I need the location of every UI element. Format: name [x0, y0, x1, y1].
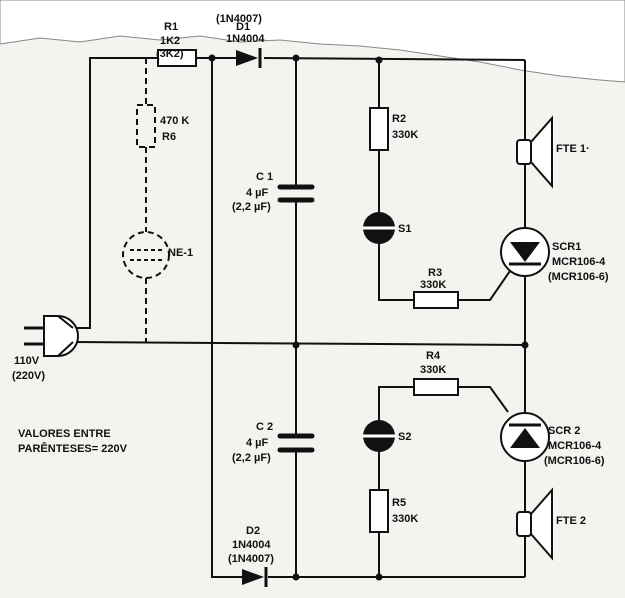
c1-value-label: 4 µF [246, 187, 269, 199]
r2-resistor [369, 107, 389, 151]
note-line2: PARÊNTESES= 220V [18, 442, 128, 455]
r6-value-label: 470 K [160, 115, 189, 127]
c2-capacitor [277, 433, 315, 453]
d1-diode [236, 48, 262, 68]
ne1-neon-lamp [122, 231, 170, 279]
scr1-name-label: SCR1 [552, 241, 581, 253]
fte2-speaker [516, 487, 553, 561]
scr1-value-label: MCR106-4 [552, 256, 606, 268]
r1-resistor [157, 49, 197, 67]
r1-value-label: 1K2 [160, 35, 180, 47]
fte1-name-label: FTE 1· [556, 143, 590, 155]
c2-name-label: C 2 [256, 421, 273, 433]
r5-resistor [369, 489, 389, 533]
r3-resistor [413, 291, 459, 309]
scr2-alt-label: (MCR106-6) [544, 455, 605, 467]
d2-value-label: 1N4004 [232, 539, 271, 551]
r6-resistor [136, 104, 156, 148]
r6-name-label: R6 [162, 131, 176, 143]
d1-alt-label: (1N4007) [216, 13, 262, 25]
note-line1: VALORES ENTRE [18, 428, 111, 440]
mains-plug [24, 315, 79, 357]
fte1-speaker [516, 115, 553, 189]
s2-pushbutton [362, 420, 396, 452]
scr2-value-label: MCR106-4 [548, 440, 602, 452]
d2-diode [242, 567, 268, 587]
scr2-thyristor [500, 412, 550, 462]
r1-alt-label: (3K2) [156, 48, 184, 60]
d2-alt-label: (1N4007) [228, 553, 274, 565]
s2-name-label: S2 [398, 431, 411, 443]
r4-resistor [413, 378, 459, 396]
c2-alt-label: (2,2 µF) [232, 452, 271, 464]
scr2-name-label: SCR 2 [548, 425, 580, 437]
supply-value-label: 110V [14, 355, 40, 367]
d2-name-label: D2 [246, 525, 260, 537]
r5-value-label: 330K [392, 513, 418, 525]
d1-value-label: 1N4004 [226, 33, 265, 45]
c1-capacitor [277, 184, 315, 203]
r4-value-label: 330K [420, 364, 446, 376]
r5-name-label: R5 [392, 497, 406, 509]
r3-name-label: R3 [428, 267, 442, 279]
d1-name-label: D1 [236, 21, 250, 33]
wires [72, 57, 526, 578]
ne1-name-label: NE-1 [168, 247, 193, 259]
scr1-thyristor [500, 227, 550, 277]
c2-value-label: 4 µF [246, 437, 269, 449]
s1-pushbutton [362, 212, 396, 244]
supply-alt-label: (220V) [12, 370, 45, 382]
r1-name-label: R1 [164, 21, 178, 33]
fte2-name-label: FTE 2 [556, 515, 586, 527]
scr1-alt-label: (MCR106-6) [548, 271, 609, 283]
junction-dots [208, 54, 529, 581]
c1-name-label: C 1 [256, 171, 273, 183]
r4-name-label: R4 [426, 350, 441, 362]
r3-value-label: 330K [420, 279, 446, 291]
c1-alt-label: (2,2 µF) [232, 201, 271, 213]
s1-name-label: S1 [398, 223, 411, 235]
r2-value-label: 330K [392, 129, 418, 141]
torn-paper-edge [0, 0, 625, 83]
r2-name-label: R2 [392, 113, 406, 125]
